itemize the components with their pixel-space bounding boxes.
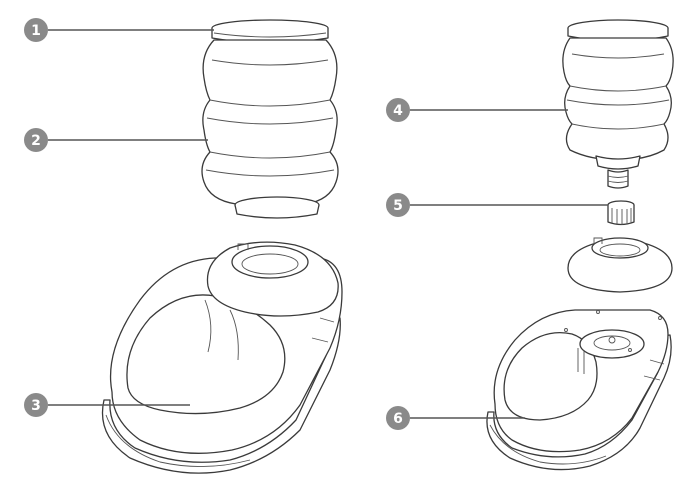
- small-water-bottle: [562, 19, 674, 189]
- valve-nozzle: [607, 200, 635, 226]
- callout-label-5: 5: [393, 198, 403, 214]
- small-feeder-base: [486, 309, 672, 471]
- callout-badge-6: 6: [386, 406, 410, 430]
- callout-badge-5: 5: [386, 193, 410, 217]
- large-water-bottle: [201, 19, 339, 219]
- callout-label-2: 2: [31, 133, 41, 149]
- bottle-adapter-ring: [567, 237, 673, 293]
- callout-badge-2: 2: [24, 128, 48, 152]
- callout-label-3: 3: [31, 398, 41, 414]
- callout-badge-4: 4: [386, 98, 410, 122]
- callout-label-1: 1: [31, 23, 41, 39]
- large-feeder-base: [101, 241, 343, 474]
- leader-lines: [48, 29, 608, 419]
- callout-label-6: 6: [393, 411, 403, 427]
- callout-label-4: 4: [393, 103, 403, 119]
- callout-badge-3: 3: [24, 393, 48, 417]
- callout-badge-1: 1: [24, 18, 48, 42]
